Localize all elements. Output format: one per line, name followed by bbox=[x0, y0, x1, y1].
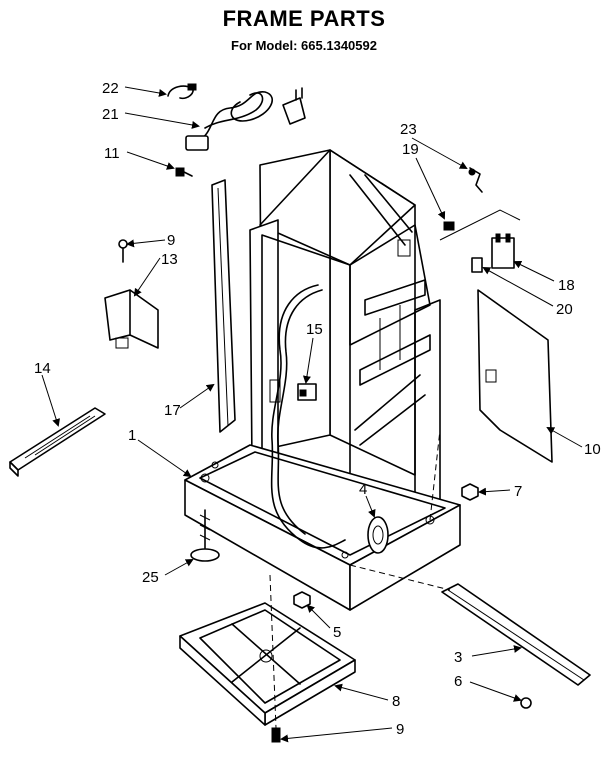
callout-18: 18 bbox=[558, 277, 575, 294]
callout-14: 14 bbox=[34, 360, 51, 377]
part-3-rail bbox=[441, 583, 591, 686]
part-22-clip bbox=[167, 83, 197, 100]
callout-21: 21 bbox=[102, 106, 119, 123]
part-9-screw-top bbox=[118, 239, 128, 263]
callout-13: 13 bbox=[161, 251, 178, 268]
callout-5: 5 bbox=[333, 624, 341, 641]
part-5-nut bbox=[293, 591, 311, 609]
callout-25: 25 bbox=[142, 569, 159, 586]
part-6-screw bbox=[520, 697, 532, 709]
callout-11: 11 bbox=[104, 145, 120, 162]
part-14-foam-strip bbox=[9, 407, 106, 477]
part-19-screw bbox=[443, 221, 455, 231]
callout-23: 23 bbox=[400, 121, 417, 138]
part-17-seal-strip bbox=[211, 179, 236, 433]
callout-20: 20 bbox=[556, 301, 573, 318]
callout-8: 8 bbox=[392, 693, 400, 710]
callout-17: 17 bbox=[164, 402, 181, 419]
callout-15: 15 bbox=[306, 321, 323, 338]
callout-6: 6 bbox=[454, 673, 462, 690]
callout-3: 3 bbox=[454, 649, 462, 666]
callout-7: 7 bbox=[514, 483, 522, 500]
part-7-nut bbox=[461, 483, 479, 501]
callout-labels: 22 21 11 9 13 14 15 17 1 23 19 18 20 10 … bbox=[34, 80, 601, 738]
callout-10: 10 bbox=[584, 441, 601, 458]
model-subtitle: For Model: 665.1340592 bbox=[231, 38, 377, 53]
part-11-screw bbox=[175, 167, 193, 177]
callout-1: 1 bbox=[128, 427, 136, 444]
callout-4: 4 bbox=[359, 481, 367, 498]
part-21-power-cord bbox=[185, 87, 306, 151]
part-8-drip-tray bbox=[179, 602, 356, 726]
leader-lines bbox=[41, 86, 583, 743]
part-10-panel bbox=[477, 289, 553, 463]
part-23-knob bbox=[468, 167, 483, 193]
part-25-leveling-foot bbox=[190, 509, 220, 562]
callout-9-top: 9 bbox=[167, 232, 175, 249]
part-4-fan-motor bbox=[367, 516, 389, 554]
part-18-control bbox=[491, 233, 515, 269]
callout-19: 19 bbox=[402, 141, 419, 158]
cabinet-frame bbox=[184, 149, 461, 611]
callout-9-bottom: 9 bbox=[396, 721, 404, 738]
part-13-bracket bbox=[104, 289, 159, 349]
callout-22: 22 bbox=[102, 80, 119, 97]
part-9-screw-bottom bbox=[271, 727, 281, 743]
part-20-plate bbox=[471, 257, 483, 273]
diagram-title: FRAME PARTS bbox=[222, 6, 386, 31]
part-15-switch bbox=[297, 383, 317, 401]
